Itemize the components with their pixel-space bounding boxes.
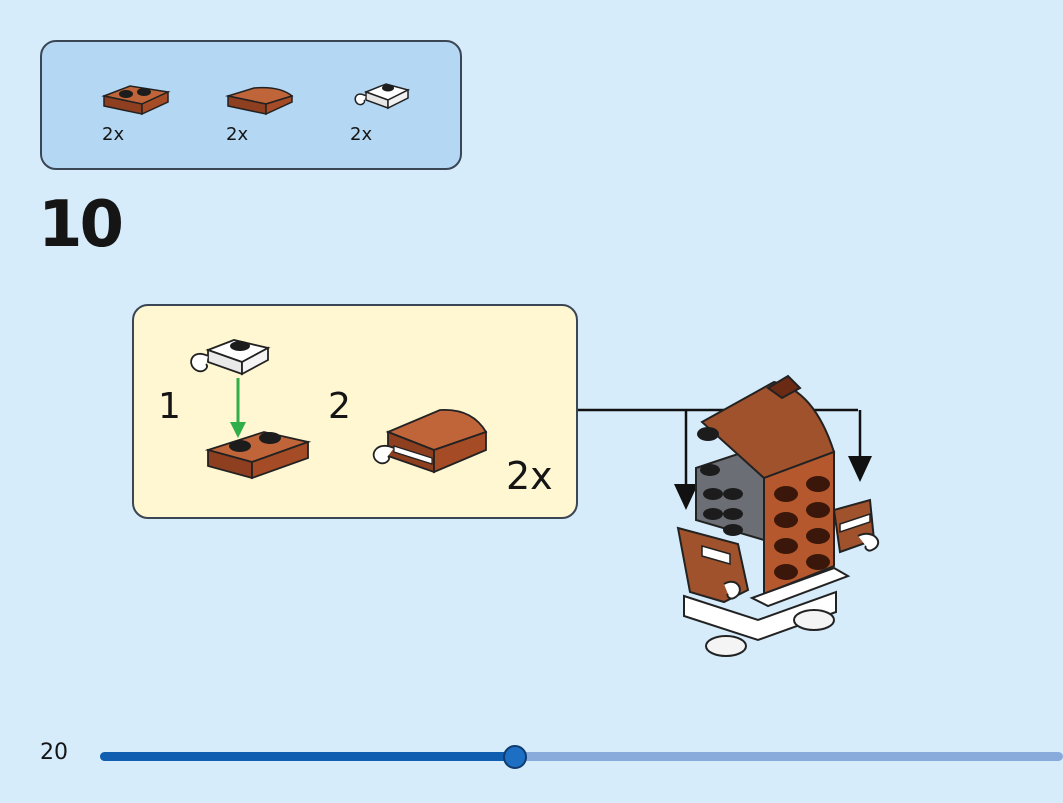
part-quantity: 2x	[102, 124, 125, 145]
sub-step-label: 1	[158, 386, 181, 427]
page-number: 20	[40, 740, 68, 765]
part-item: 2x	[348, 70, 438, 160]
white-clip-plate-icon	[354, 83, 411, 110]
model-assembly-icon	[676, 374, 879, 657]
sub-step-label: 2	[328, 386, 351, 427]
progress-fill	[100, 752, 515, 761]
part-item: 2x	[224, 70, 314, 160]
part-quantity: 2x	[226, 124, 249, 145]
white-clip-plate-icon	[190, 339, 271, 376]
sub-assembly-box: 1 2 2x	[132, 304, 578, 519]
progress-bar	[100, 745, 1063, 769]
assembled-slope-with-clip-icon	[372, 409, 488, 474]
parts-list-box: 2x 2x 2x	[40, 40, 462, 170]
green-down-arrow-icon	[230, 378, 246, 438]
sub-assembly-multiplier: 2x	[506, 454, 553, 498]
part-item: 2x	[100, 70, 190, 160]
part-quantity: 2x	[350, 124, 373, 145]
progress-knob	[503, 745, 528, 769]
brown-plate-1x2-icon	[101, 85, 171, 116]
brown-plate-1x2-icon	[204, 431, 312, 480]
step-number: 10	[38, 188, 124, 262]
brown-curved-slope-icon	[225, 86, 294, 116]
